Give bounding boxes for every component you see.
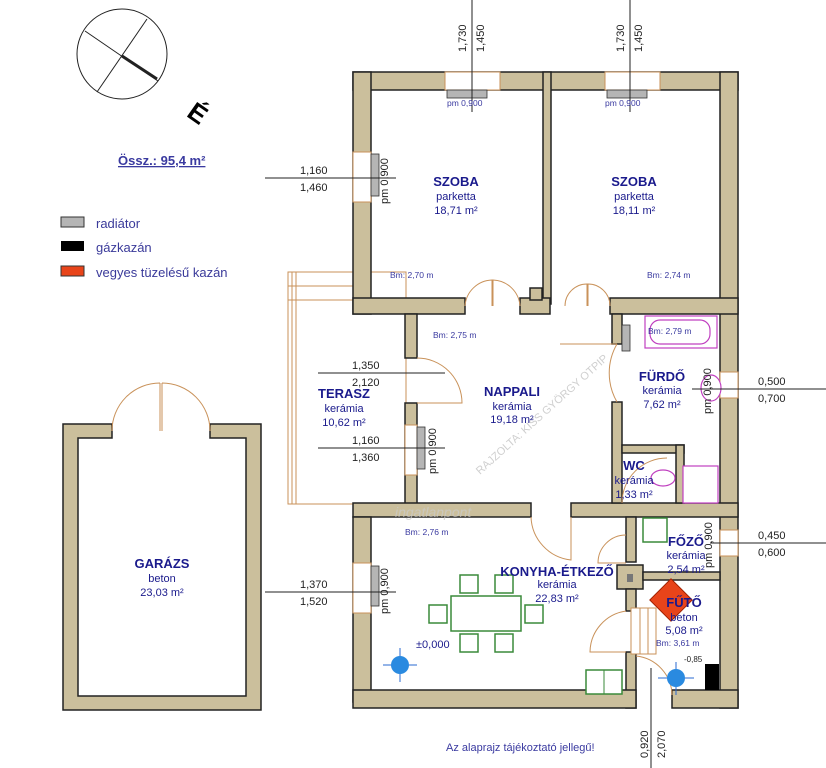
svg-text:pm 0,900: pm 0,900 — [702, 368, 714, 414]
svg-text:pm 0,900: pm 0,900 — [447, 98, 483, 108]
room-garazs: GARÁZS beton 23,03 m² — [135, 556, 190, 599]
level-marker-icon — [383, 648, 417, 682]
watermark: ingatlanpont — [395, 504, 472, 520]
svg-text:±0,000: ±0,000 — [416, 639, 450, 651]
svg-text:SZOBA: SZOBA — [433, 174, 479, 189]
svg-text:Bm: 2,76 m: Bm: 2,76 m — [405, 527, 448, 537]
legend: radiátor gázkazán vegyes tüzelésű kazán — [60, 216, 228, 280]
dining-table — [450, 595, 522, 632]
svg-text:NAPPALI: NAPPALI — [484, 384, 540, 399]
svg-text:beton: beton — [670, 612, 698, 624]
garage — [62, 382, 262, 711]
north-label: É — [182, 96, 213, 131]
room-szoba-1: SZOBA parketta 18,71 m² Bm: 2,70 m — [390, 174, 479, 280]
stove-icon — [642, 517, 668, 543]
room-konyha-etkezo: KONYHA-ÉTKEZŐ kerámia 22,83 m² Bm: 2,76 … — [405, 527, 614, 651]
svg-text:2,070: 2,070 — [656, 730, 668, 758]
room-wc: WC kerámia 1,33 m² — [614, 458, 654, 501]
svg-text:kerámia: kerámia — [666, 550, 706, 562]
room-szoba-2: SZOBA parketta 18,11 m² Bm: 2,74 m — [611, 174, 690, 280]
mixed-boiler-icon — [649, 578, 693, 622]
svg-text:kerámia: kerámia — [642, 385, 682, 397]
room-futo: FŰTŐ beton 5,08 m² Bm: 3,61 m -0,85 — [656, 595, 703, 664]
svg-text:Bm: 2,70 m: Bm: 2,70 m — [390, 270, 433, 280]
svg-text:Bm: 3,61 m: Bm: 3,61 m — [656, 638, 699, 648]
shower-icon — [682, 465, 719, 504]
svg-text:kerámia: kerámia — [492, 401, 532, 413]
svg-text:2,54 m²: 2,54 m² — [667, 564, 705, 576]
svg-text:23,03 m²: 23,03 m² — [140, 587, 184, 599]
svg-text:pm 0,900: pm 0,900 — [379, 568, 391, 614]
svg-text:0,920: 0,920 — [639, 730, 651, 758]
svg-text:1,450: 1,450 — [475, 24, 487, 52]
svg-text:0,500: 0,500 — [758, 376, 786, 388]
svg-text:5,08 m²: 5,08 m² — [665, 625, 703, 637]
legend-label: radiátor — [96, 216, 141, 231]
total-area: Össz.: 95,4 m² — [118, 153, 206, 168]
svg-text:FÜRDŐ: FÜRDŐ — [639, 369, 685, 384]
svg-text:1,160: 1,160 — [300, 165, 328, 177]
doors — [416, 279, 673, 696]
svg-text:7,62 m²: 7,62 m² — [643, 399, 681, 411]
svg-text:pm 0,900: pm 0,900 — [605, 98, 641, 108]
svg-text:pm 0,900: pm 0,900 — [379, 158, 391, 204]
svg-text:1,460: 1,460 — [300, 182, 328, 194]
svg-text:kerámia: kerámia — [537, 579, 577, 591]
legend-swatch-radiator — [60, 216, 85, 228]
window-dimensions: 1,730 1,450 pm 0,900 1,730 1,450 pm 0,90… — [265, 0, 826, 768]
svg-text:1,450: 1,450 — [633, 24, 645, 52]
legend-swatch-mixed-boiler — [60, 265, 85, 277]
toilet-icon — [650, 469, 676, 487]
svg-text:10,62 m²: 10,62 m² — [322, 417, 366, 429]
svg-text:SZOBA: SZOBA — [611, 174, 657, 189]
sink-icon — [700, 374, 722, 402]
svg-text:pm 0,900: pm 0,900 — [703, 522, 715, 568]
svg-text:pm 0,900: pm 0,900 — [427, 428, 439, 474]
legend-swatch-gas-boiler — [61, 241, 84, 251]
svg-text:1,160: 1,160 — [352, 435, 380, 447]
svg-text:kerámia: kerámia — [614, 475, 654, 487]
svg-text:1,370: 1,370 — [300, 579, 328, 591]
svg-text:Bm: 2,75 m: Bm: 2,75 m — [433, 330, 476, 340]
svg-text:1,730: 1,730 — [457, 24, 469, 52]
svg-text:1,33 m²: 1,33 m² — [615, 489, 653, 501]
compass-icon — [76, 8, 168, 100]
room-furdo: FÜRDŐ kerámia 7,62 m² Bm: 2,79 m — [639, 326, 692, 411]
svg-text:parketta: parketta — [614, 191, 655, 203]
room-nappali: NAPPALI kerámia 19,18 m² Bm: 2,75 m — [433, 330, 540, 426]
gas-boiler-icon — [705, 664, 719, 690]
svg-text:Bm: 2,74 m: Bm: 2,74 m — [647, 270, 690, 280]
svg-text:0,450: 0,450 — [758, 530, 786, 542]
svg-text:parketta: parketta — [436, 191, 477, 203]
svg-text:kerámia: kerámia — [324, 403, 364, 415]
svg-text:-0,85: -0,85 — [684, 655, 703, 664]
svg-text:FŰTŐ: FŰTŐ — [666, 595, 701, 610]
svg-text:TERASZ: TERASZ — [318, 386, 370, 401]
windows — [352, 71, 739, 614]
svg-text:WC: WC — [623, 458, 645, 473]
svg-text:KONYHA-ÉTKEZŐ: KONYHA-ÉTKEZŐ — [500, 564, 613, 579]
svg-text:18,11 m²: 18,11 m² — [613, 205, 656, 217]
svg-text:2,120: 2,120 — [352, 377, 380, 389]
svg-text:0,700: 0,700 — [758, 393, 786, 405]
svg-text:Bm: 2,79 m: Bm: 2,79 m — [648, 326, 691, 336]
svg-text:18,71 m²: 18,71 m² — [434, 205, 478, 217]
svg-text:1,350: 1,350 — [352, 360, 380, 372]
svg-text:22,83 m²: 22,83 m² — [535, 593, 579, 605]
legend-label: gázkazán — [96, 240, 152, 255]
level-marker-icon — [658, 662, 694, 695]
room-fozo: FŐZŐ kerámia 2,54 m² — [666, 534, 706, 576]
room-terasz: TERASZ kerámia 10,62 m² — [318, 386, 370, 429]
svg-text:GARÁZS: GARÁZS — [135, 556, 190, 571]
svg-text:beton: beton — [148, 573, 176, 585]
svg-text:FŐZŐ: FŐZŐ — [668, 534, 704, 549]
legend-label: vegyes tüzelésű kazán — [96, 265, 228, 280]
disclaimer-note: Az alaprajz tájékoztató jellegű! — [446, 742, 595, 754]
fixtures — [383, 315, 722, 695]
svg-text:0,600: 0,600 — [758, 547, 786, 559]
svg-text:1,730: 1,730 — [615, 24, 627, 52]
svg-text:19,18 m²: 19,18 m² — [490, 414, 534, 426]
svg-text:1,520: 1,520 — [300, 596, 328, 608]
svg-text:1,360: 1,360 — [352, 452, 380, 464]
